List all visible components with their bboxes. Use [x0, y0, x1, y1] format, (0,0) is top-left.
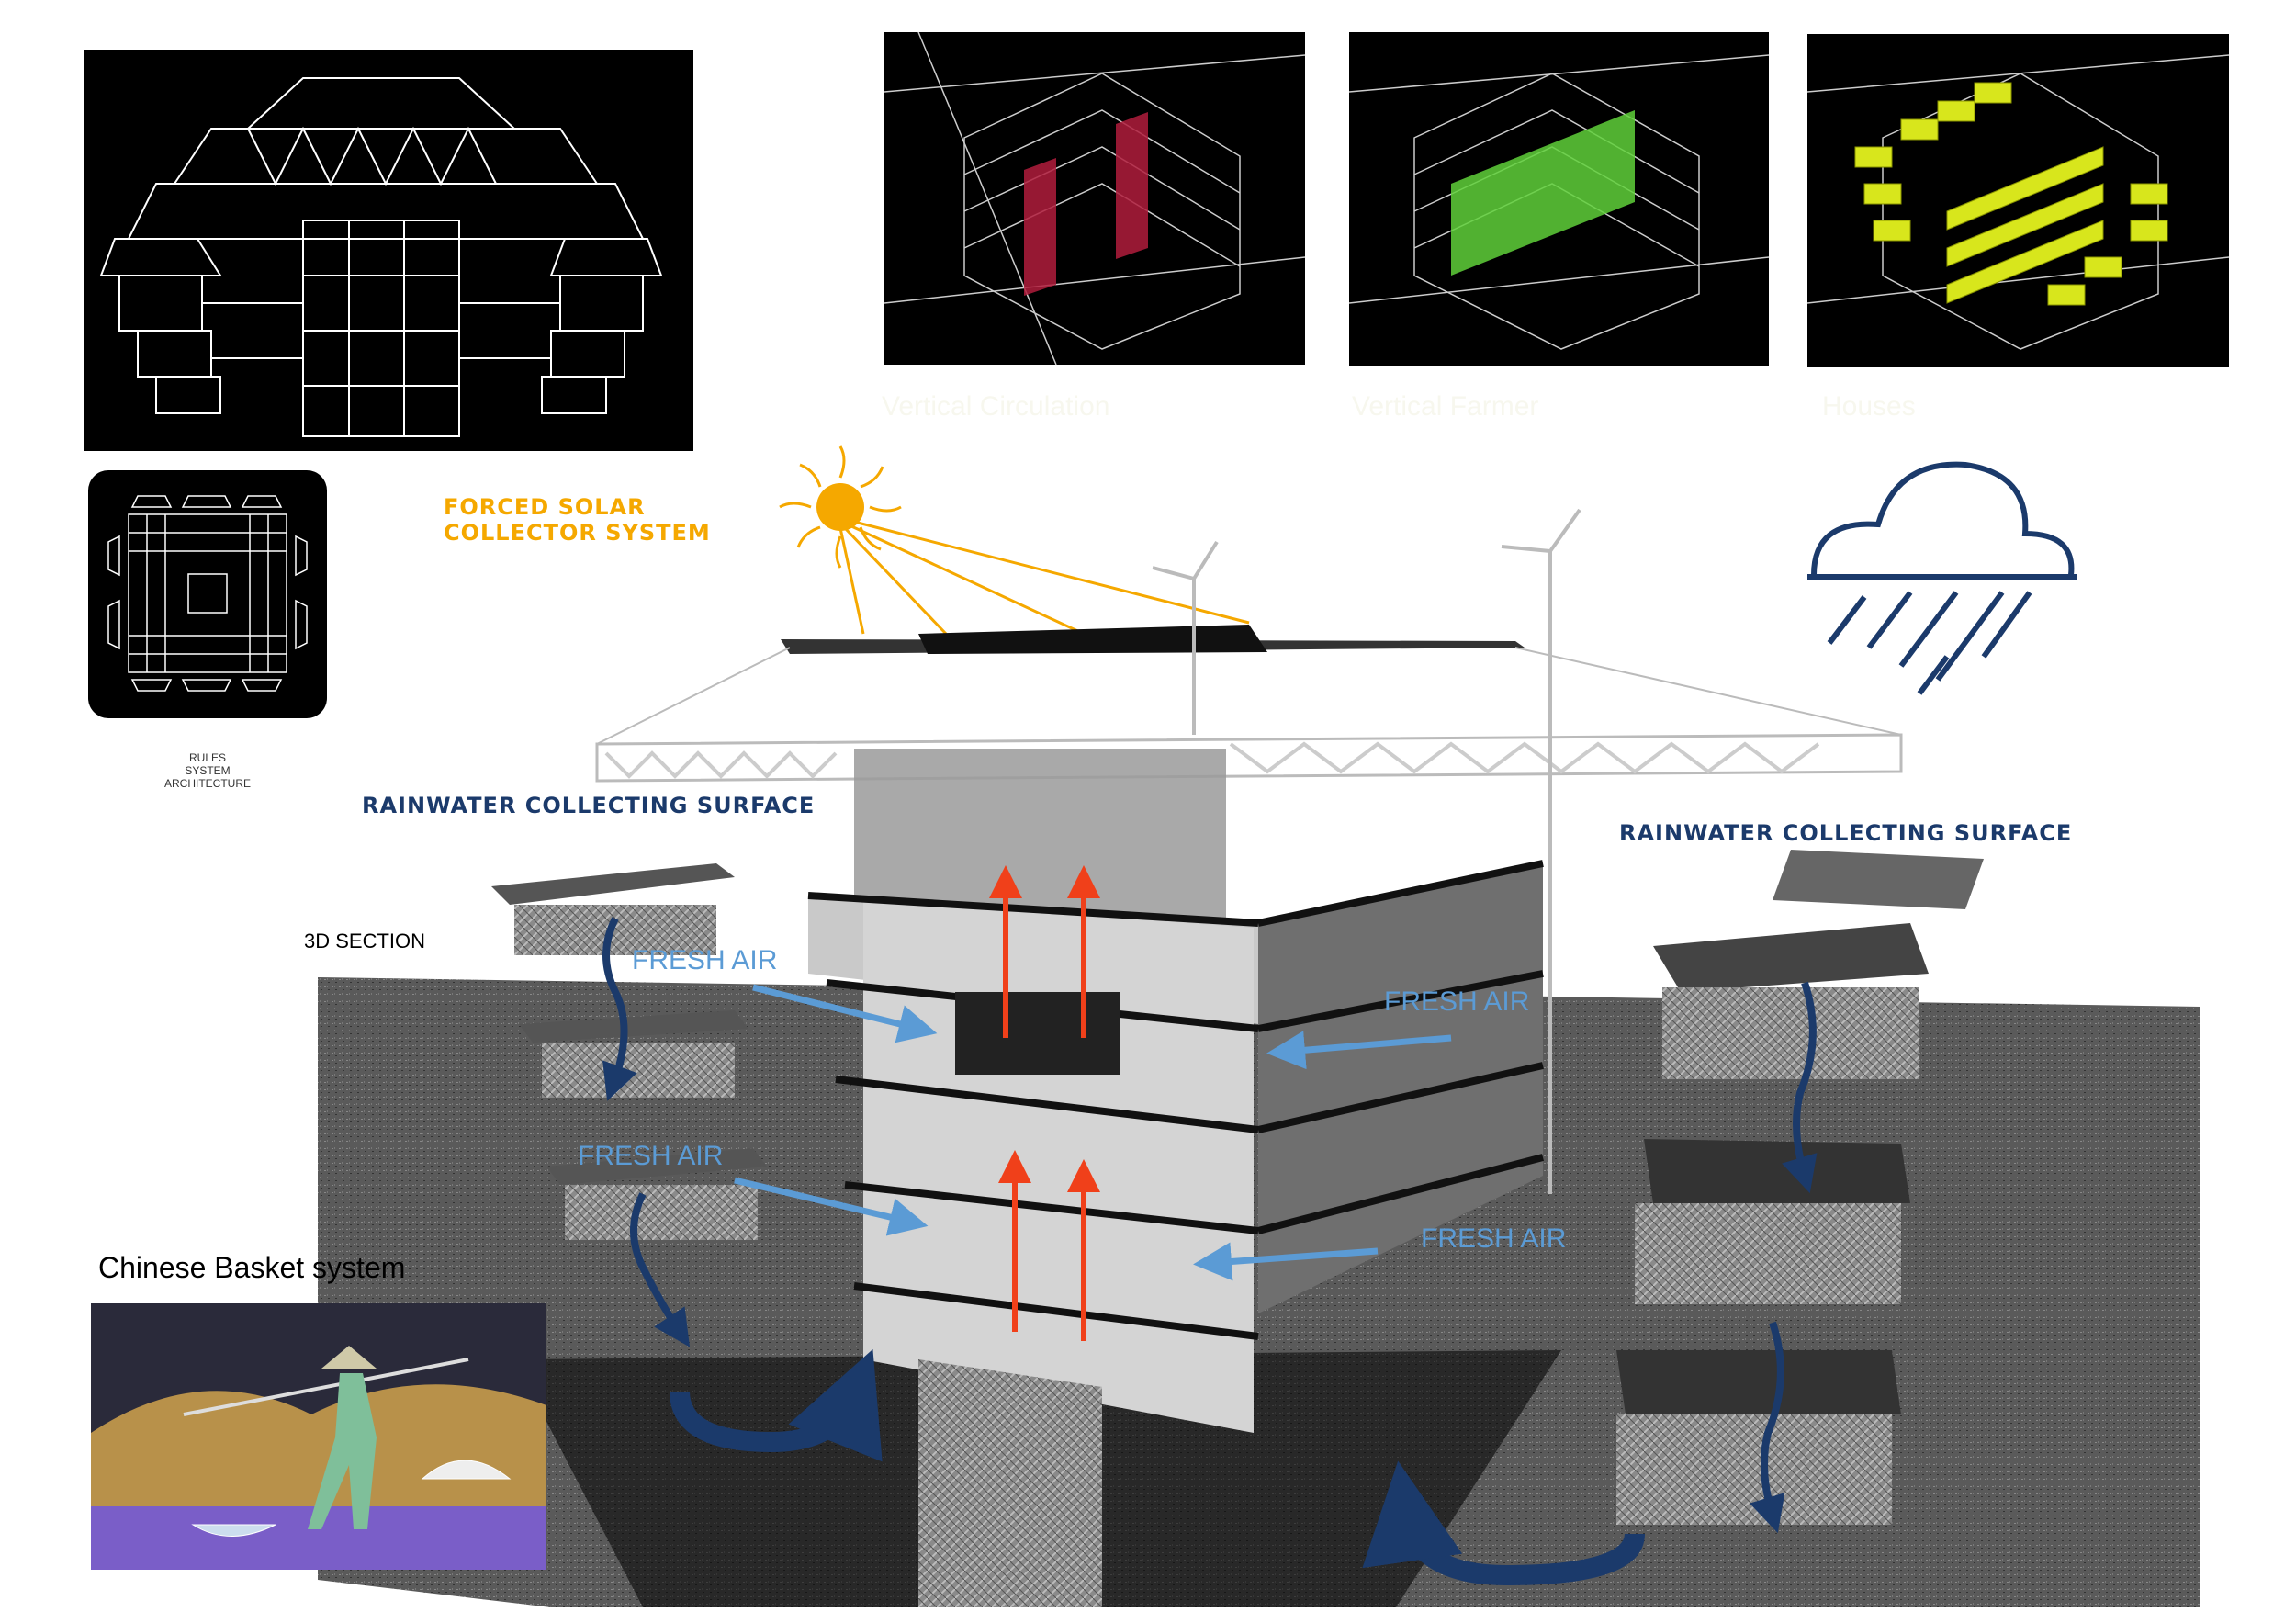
caption-vertical-circulation: Vertical Circulation: [882, 391, 1109, 422]
rain-cloud-icon: [1807, 461, 2077, 695]
plan-caption-1: RULES: [189, 751, 226, 764]
basket-title: Chinese Basket system: [98, 1251, 405, 1284]
fresh-air-label-2: FRESH AIR: [578, 1141, 723, 1171]
basket-photo: [91, 1303, 546, 1570]
rainwater-label-left: RAINWATER COLLECTING SURFACE: [362, 793, 815, 818]
plan-caption-3: ARCHITECTURE: [164, 777, 251, 790]
fresh-air-label-1: FRESH AIR: [632, 945, 777, 975]
basket-houses-right: [1616, 850, 1984, 1525]
solar-label-2: COLLECTOR SYSTEM: [444, 520, 711, 546]
solar-collector-roof: [595, 625, 1903, 783]
rainwater-label-right: RAINWATER COLLECTING SURFACE: [1619, 820, 2072, 846]
caption-vertical-farmer: Vertical Farmer: [1352, 391, 1538, 422]
solar-label-1: FORCED SOLAR: [444, 494, 646, 520]
panel-vertical-circulation: [884, 31, 1306, 366]
panel-vertical-farmer: [1348, 32, 1770, 366]
caption-houses: Houses: [1822, 391, 1916, 422]
fresh-air-arrows: [734, 984, 1452, 1281]
warm-air-arrows: [989, 865, 1100, 1341]
rainwater-flow-arrows: [602, 917, 1818, 1586]
sun-icon: [779, 445, 1250, 636]
wind-turbine-icon: [1152, 508, 1581, 1194]
panel-houses: [1806, 34, 2230, 367]
plan-caption-2: SYSTEM: [185, 764, 230, 777]
wireframe-elevation: [84, 50, 693, 451]
basket-houses-left: [491, 863, 767, 1240]
fresh-air-label-4: FRESH AIR: [1421, 1223, 1566, 1254]
main-building: [807, 749, 1544, 1607]
rules-plan: [88, 470, 327, 718]
section-label: 3D SECTION: [304, 930, 425, 952]
fresh-air-label-3: FRESH AIR: [1384, 986, 1529, 1017]
